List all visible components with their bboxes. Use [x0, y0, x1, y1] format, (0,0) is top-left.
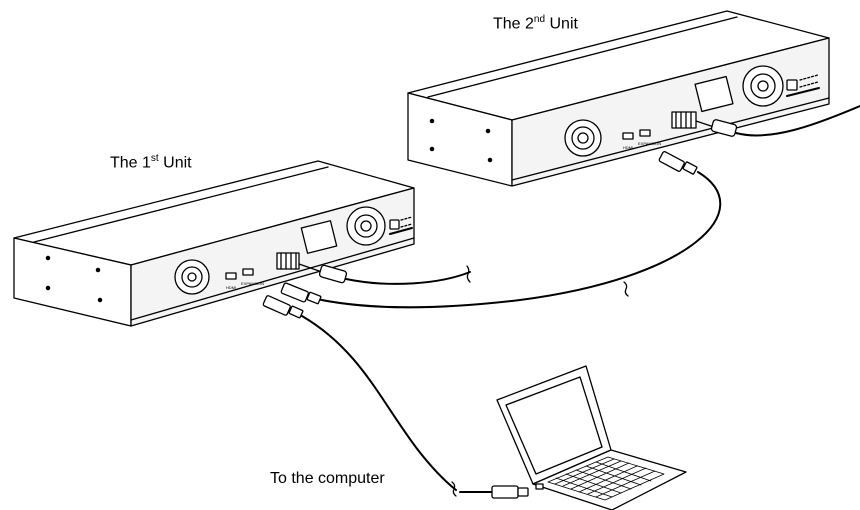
hdmi-plug-computer	[491, 485, 529, 499]
cable-break-mark	[451, 481, 457, 497]
second-unit-screw	[429, 146, 435, 152]
label-first-unit-sup: st	[150, 153, 159, 164]
second-unit-device	[407, 10, 830, 187]
first-unit-top-seam	[33, 166, 329, 243]
second-unit-fan-right	[742, 65, 784, 107]
second-unit-top-seam	[427, 16, 738, 98]
first-unit-fan-left	[174, 259, 210, 295]
second-unit-label-strip	[786, 87, 820, 97]
second-unit-screw	[485, 128, 491, 134]
laptop-screen	[505, 376, 603, 475]
port-label-hdmi-unit2: HDMI	[623, 145, 633, 150]
second-unit-expansion-port	[639, 129, 651, 137]
laptop-computer	[496, 365, 687, 510]
second-unit-front-foot	[511, 97, 830, 181]
second-unit-led-row	[799, 74, 819, 81]
label-second-unit-sup: nd	[533, 14, 546, 25]
second-unit-power-connector	[671, 111, 697, 129]
laptop-hdmi-port	[535, 483, 544, 490]
first-unit-led-row	[400, 223, 413, 228]
first-unit-screw	[97, 297, 103, 303]
port-label-expansion-unit1: EXPANSION	[241, 281, 264, 286]
first-unit-power-button	[389, 219, 400, 230]
label-first-unit-suffix: Unit	[158, 154, 192, 172]
first-unit-power-cable	[298, 263, 471, 285]
second-unit-hdmi-port	[622, 132, 634, 140]
second-unit-display	[694, 75, 734, 113]
first-unit-screw	[45, 255, 51, 261]
cable-break-mark	[466, 265, 471, 283]
label-second-unit-prefix: The 2	[493, 15, 534, 33]
first-unit-led-row	[400, 216, 413, 221]
second-unit-led-row	[799, 81, 819, 88]
label-first-unit: The 1st Unit	[110, 153, 192, 172]
first-unit-screw	[95, 267, 101, 273]
first-unit-power-connector	[276, 252, 300, 270]
second-unit-fan-left	[564, 119, 602, 157]
hdmi-plug-unit1	[262, 295, 304, 319]
laptop-keyboard	[547, 456, 665, 501]
second-unit-power-button	[786, 79, 798, 91]
first-unit-hdmi-port	[225, 272, 237, 280]
first-unit-fan-right	[346, 206, 386, 246]
expansion-plug-unit2	[658, 151, 698, 175]
expansion-plug-unit1	[280, 282, 322, 305]
expansion-link-cable	[280, 151, 722, 309]
first-unit-device	[13, 160, 415, 327]
first-unit-expansion-port	[242, 268, 254, 276]
second-unit-power-cable	[695, 105, 860, 137]
port-label-hdmi-unit1: HDMI	[226, 285, 236, 290]
first-unit-screw	[45, 285, 51, 291]
label-first-unit-prefix: The 1	[110, 154, 151, 172]
label-second-unit: The 2nd Unit	[493, 14, 578, 33]
first-unit-label-strip	[389, 227, 413, 235]
second-unit-screw	[429, 118, 435, 124]
second-unit-screw	[487, 157, 493, 163]
port-label-expansion-unit2: EXPANSION	[638, 141, 661, 146]
label-to-computer: To the computer	[270, 470, 385, 487]
first-unit-display	[300, 220, 338, 254]
first-unit-front-foot	[130, 237, 415, 321]
hdmi-computer-cable	[262, 295, 529, 499]
label-second-unit-suffix: Unit	[545, 15, 578, 33]
cable-break-mark	[623, 281, 629, 297]
